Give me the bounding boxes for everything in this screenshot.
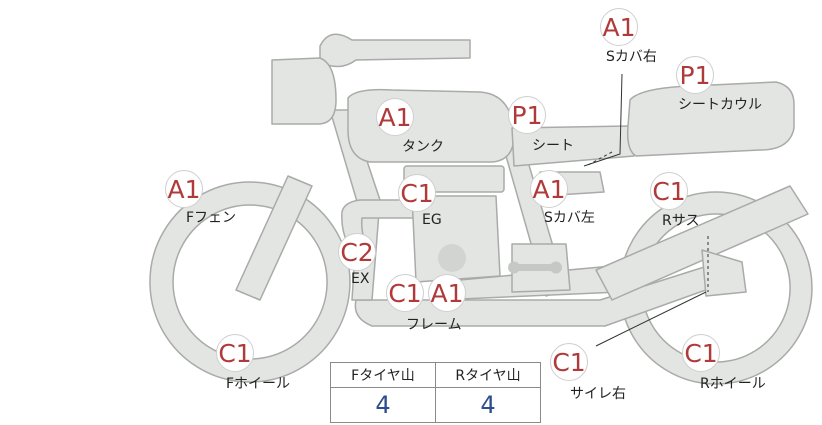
seat-shape bbox=[511, 125, 635, 167]
badge-frame-a: A1 bbox=[428, 274, 466, 312]
badge-ex: C2 bbox=[338, 233, 376, 271]
engine-body-shape bbox=[411, 195, 501, 283]
label-f-fender: Fフェン bbox=[186, 210, 237, 226]
front-wheel-shape bbox=[149, 181, 351, 383]
badge-tank: A1 bbox=[376, 98, 414, 136]
engine-crank-shape bbox=[438, 244, 466, 272]
seat-cowl-shape bbox=[626, 81, 795, 157]
badge-s-cover-right: A1 bbox=[600, 8, 638, 46]
axle-bolt-shape bbox=[508, 261, 562, 274]
rear-mount-shape bbox=[701, 249, 747, 297]
badge-f-fender: A1 bbox=[165, 170, 203, 208]
badge-seat: P1 bbox=[508, 96, 546, 134]
badge-s-cover-left: A1 bbox=[530, 170, 568, 208]
front-fork-shape bbox=[235, 175, 313, 301]
label-f-wheel: Fホイール bbox=[226, 376, 291, 392]
label-r-suspension: Rサス bbox=[662, 213, 700, 229]
label-ex: EX bbox=[351, 271, 370, 287]
headlight-shape bbox=[271, 57, 337, 125]
label-s-cover-right: Sカバ右 bbox=[606, 49, 657, 65]
label-seat: シート bbox=[532, 138, 574, 154]
badge-r-wheel: C1 bbox=[682, 334, 720, 372]
rear-suspension-shape bbox=[595, 185, 809, 301]
handlebar-shape bbox=[319, 33, 471, 68]
header-r-tire: Rタイヤ山 bbox=[435, 362, 541, 388]
value-f-tire: 4 bbox=[330, 387, 436, 423]
value-r-tire: 4 bbox=[435, 387, 541, 423]
tire-depth-table: Fタイヤ山 Rタイヤ山 4 4 bbox=[330, 362, 541, 423]
label-eg: EG bbox=[422, 212, 442, 228]
label-r-wheel: Rホイール bbox=[700, 376, 766, 392]
leader-line-s-cover-right bbox=[583, 73, 623, 167]
table-header-row: Fタイヤ山 Rタイヤ山 bbox=[330, 362, 541, 388]
table-row: 4 4 bbox=[330, 387, 541, 423]
badge-eg: C1 bbox=[398, 174, 436, 212]
badge-f-wheel: C1 bbox=[216, 334, 254, 372]
header-f-tire: Fタイヤ山 bbox=[330, 362, 436, 388]
badge-frame-c: C1 bbox=[386, 274, 424, 312]
label-s-cover-left: Sカバ左 bbox=[544, 210, 595, 226]
badge-seat-cowl: P1 bbox=[676, 56, 714, 94]
leader-line-dashed-s-cover bbox=[585, 151, 613, 167]
badge-side-rail-right: C1 bbox=[550, 343, 588, 381]
label-tank: タンク bbox=[402, 139, 444, 155]
label-seat-cowl: シートカウル bbox=[678, 97, 762, 113]
label-side-rail-right: サイレ右 bbox=[570, 386, 626, 402]
leader-line-side-rail bbox=[595, 291, 707, 347]
badge-r-suspension: C1 bbox=[650, 172, 688, 210]
label-frame: フレーム bbox=[406, 317, 462, 333]
